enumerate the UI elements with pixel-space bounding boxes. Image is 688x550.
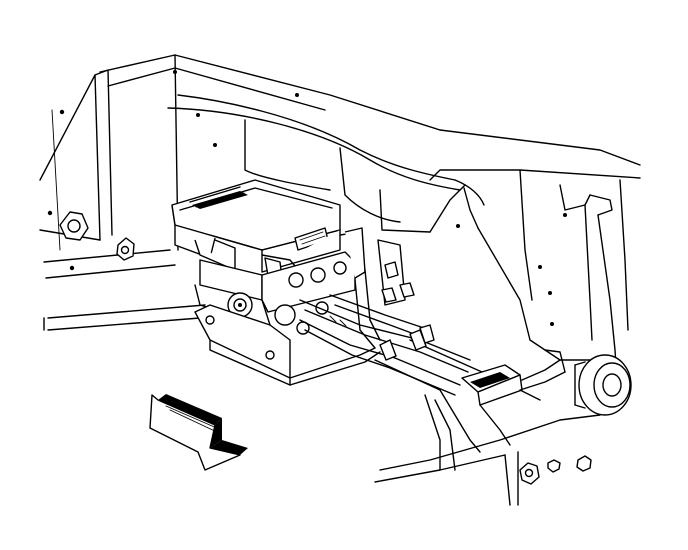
direction-arrow: [149, 394, 248, 471]
lower-crossmember: [43, 304, 601, 506]
hydraulic-unit: [194, 227, 366, 335]
frame-crossmember: [99, 54, 641, 251]
left-side-panel: [39, 69, 176, 279]
abs-module: [171, 179, 341, 279]
left-mounting-nut: [59, 211, 135, 261]
side-bracket: [377, 239, 415, 306]
lower-right-nuts: [519, 455, 592, 485]
bushing: [574, 354, 632, 416]
brake-lines: [299, 294, 471, 396]
line-clip-mount: [461, 349, 566, 446]
